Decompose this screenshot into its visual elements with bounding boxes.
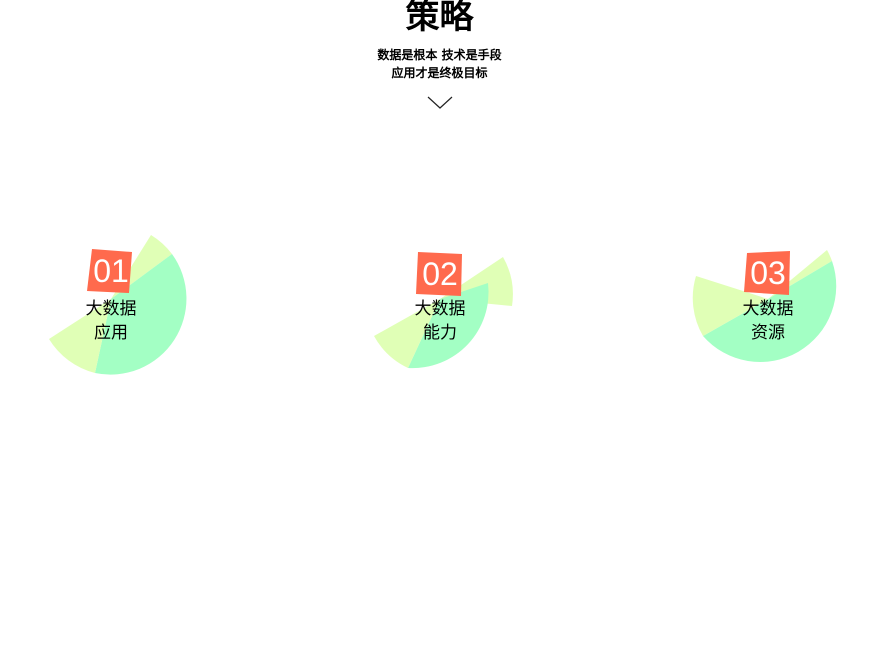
card-number-badge: 02 <box>416 252 464 296</box>
card-number-badge: 03 <box>744 251 792 295</box>
strategy-card-resource[interactable]: 03 大数据 资源 <box>678 209 858 389</box>
card-number: 02 <box>422 256 458 292</box>
card-label-line-2: 资源 <box>751 323 785 343</box>
page-title: 策略 <box>405 0 474 37</box>
subtitle-line-2: 应用才是终极目标 <box>391 66 488 80</box>
chevron-down-icon[interactable] <box>426 94 454 110</box>
strategy-card-capability[interactable]: 02 大数据 能力 <box>350 209 530 389</box>
card-number: 03 <box>750 255 786 291</box>
card-label-line-1: 大数据 <box>85 299 137 319</box>
card-label-line-1: 大数据 <box>414 299 466 319</box>
card-label-line-2: 应用 <box>94 323 128 343</box>
card-label: 大数据 能力 <box>380 297 500 345</box>
card-label-line-1: 大数据 <box>742 299 794 319</box>
strategy-card-application[interactable]: 01 大数据 应用 <box>21 209 201 389</box>
card-label: 大数据 应用 <box>51 297 171 345</box>
card-number: 01 <box>93 253 129 289</box>
card-label: 大数据 资源 <box>708 297 828 345</box>
subtitle-line-1: 数据是根本 技术是手段 <box>377 48 502 62</box>
card-label-line-2: 能力 <box>423 323 457 343</box>
card-number-badge: 01 <box>87 249 135 293</box>
